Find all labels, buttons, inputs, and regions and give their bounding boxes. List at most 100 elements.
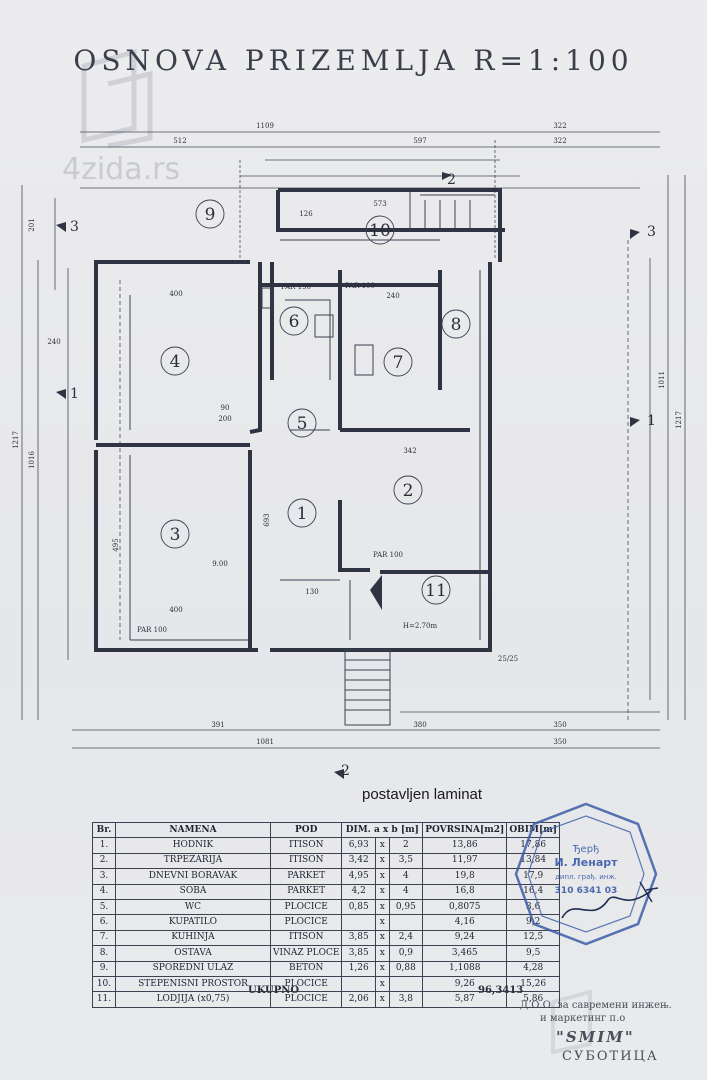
section-marker-1-left: 1 — [70, 386, 79, 402]
dim-label: PAR 100 — [137, 626, 167, 634]
legend-cell: DNEVNI BORAVAK — [115, 868, 271, 885]
room-number-2: 2 — [403, 481, 414, 501]
legend-cell: 4,2 — [341, 883, 377, 900]
room-number-8: 8 — [451, 315, 462, 335]
room-number-6: 6 — [289, 312, 300, 332]
dim-label: 512 — [173, 137, 186, 145]
dim-label: 1081 — [256, 738, 274, 746]
room-number-11: 11 — [425, 581, 447, 601]
legend-cell: 4,16 — [422, 914, 508, 931]
legend-cell: 0,85 — [341, 898, 377, 916]
legend-cell: 9,24 — [422, 929, 508, 947]
legend-cell: 1,1088 — [422, 960, 508, 977]
legend-cell: LODJIJA (x0,75) — [115, 991, 271, 1008]
dim-label: 1217 — [675, 411, 683, 429]
legend-cell: PARKET — [269, 883, 343, 900]
dim-label: 495 — [112, 538, 120, 551]
legend-cell: 0,95 — [388, 898, 424, 916]
room-legend-table: Br. NAMENA POD DIM. a x b [m] POVRSINA[m… — [92, 821, 560, 1008]
legend-cell: 2 — [388, 837, 424, 854]
legend-cell: 4 — [388, 868, 424, 885]
legend-cell: 11,97 — [422, 852, 508, 870]
dim-label: H=2.70m — [403, 622, 438, 630]
legend-cell: x — [375, 883, 390, 900]
legend-cell: 10. — [92, 975, 116, 993]
watermark: 4zida.rs — [62, 152, 181, 187]
legend-cell: KUHINJA — [115, 929, 271, 947]
legend-cell: 2,4 — [388, 929, 424, 947]
legend-cell: x — [375, 898, 390, 916]
legend-cell: 11. — [92, 991, 116, 1008]
legend-cell: x — [375, 960, 390, 977]
firm-line-2: и маркетинг п.о — [540, 1013, 626, 1024]
legend-cell: 4. — [92, 883, 116, 900]
legend-cell: BETON — [269, 960, 343, 977]
dim-label: 126 — [299, 210, 313, 218]
legend-cell: ITISON — [269, 852, 343, 870]
legend-total-label: UKUPNO — [248, 985, 300, 996]
seal-stamp: Ђерђ И. Ленарт дипл. грађ. инж. 310 6341… — [514, 802, 659, 946]
legend-cell: 19,8 — [422, 868, 508, 885]
legend-cell: KUPATILO — [115, 914, 271, 931]
stamp-text: дипл. грађ. инж. — [555, 873, 617, 881]
dim-label: PAR 150 — [281, 283, 311, 291]
legend-cell: x — [375, 991, 390, 1008]
dim-label: 400 — [169, 290, 182, 298]
dim-label: PAR 100 — [345, 282, 375, 290]
section-marker-1-right: 1 — [647, 413, 656, 429]
legend-cell: x — [375, 929, 390, 947]
legend-header-row: Br. NAMENA POD DIM. a x b [m] POVRSINA[m… — [92, 821, 560, 839]
dim-label: 380 — [413, 721, 426, 729]
legend-cell: OSTAVA — [115, 945, 271, 962]
legend-cell: 2,06 — [341, 991, 377, 1008]
stamp-text: Ђерђ — [572, 843, 600, 855]
legend-header: DIM. a x b [m] — [341, 821, 424, 839]
room-number-3: 3 — [170, 525, 181, 545]
legend-cell: 5,87 — [422, 991, 508, 1008]
dim-label: 9.00 — [212, 560, 228, 568]
legend-header: Br. — [92, 821, 116, 839]
legend-cell: 5,86 — [506, 991, 560, 1008]
legend-cell: 3. — [92, 868, 116, 885]
legend-cell: SOBA — [115, 883, 271, 900]
legend-cell: 3,42 — [341, 852, 377, 870]
legend-cell: 17,86 — [506, 837, 560, 854]
dim-label: 693 — [263, 513, 271, 526]
legend-cell: 4,95 — [341, 868, 377, 885]
legend-header: POVRSINA[m2] — [422, 821, 508, 839]
legend-cell: TRPEZARIJA — [115, 852, 271, 870]
legend-cell: 3,8 — [388, 991, 424, 1008]
legend-cell: 0,88 — [388, 960, 424, 977]
legend-cell: 3,5 — [388, 852, 424, 870]
legend-cell: 6. — [92, 914, 116, 931]
dim-label: 1217 — [12, 431, 20, 449]
firm-line-1: Д.О.О. за савремени инжењ. — [520, 1000, 672, 1011]
legend-cell: 3,6 — [506, 898, 560, 916]
dim-label: 130 — [305, 588, 318, 596]
room-number-9: 9 — [205, 205, 216, 225]
dim-label: 400 — [169, 606, 182, 614]
dim-label: 573 — [373, 200, 386, 208]
legend-cell: 2. — [92, 852, 116, 870]
annotation-note: postavljen laminat — [362, 786, 483, 803]
dim-label: 342 — [403, 447, 416, 455]
legend-cell: 3,465 — [422, 945, 508, 962]
legend-cell: 4,28 — [506, 960, 560, 977]
dim-label: 1016 — [28, 451, 36, 469]
plan-title: OSNOVA PRIZEMLJA R=1:100 — [73, 44, 634, 77]
legend-header: NAMENA — [115, 821, 271, 839]
legend-cell: 3,85 — [341, 945, 377, 962]
dim-label: 240 — [386, 292, 399, 300]
legend-cell: 7. — [92, 929, 116, 947]
legend-cell: WC — [115, 898, 271, 916]
room-number-1: 1 — [297, 504, 308, 524]
